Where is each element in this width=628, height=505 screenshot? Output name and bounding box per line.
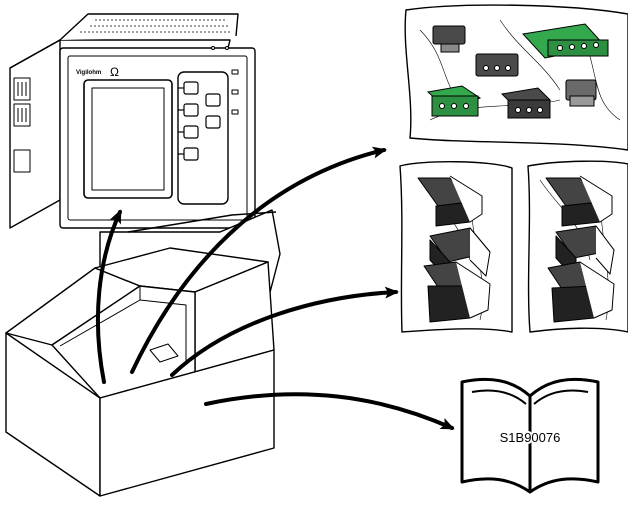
connector-dark-1	[432, 25, 466, 53]
arrow-to-meter	[95, 209, 122, 384]
connector-bag-icon	[404, 4, 628, 151]
open-book-icon: S1B90076	[460, 377, 600, 494]
mounting-clip-bag-icon	[399, 160, 628, 333]
arrow-to-manual	[204, 392, 455, 430]
clip-2a	[545, 175, 613, 227]
power-meter-icon: Vigilohm Ω	[9, 13, 256, 229]
connector-green-2	[426, 85, 482, 117]
connector-dark-2	[475, 53, 519, 77]
connector-dark-3	[500, 87, 551, 119]
meter-brand-label: Vigilohm	[76, 70, 101, 76]
meter-symbol-label: Ω	[110, 65, 119, 79]
clip-1a	[417, 175, 483, 227]
shipping-box-icon	[5, 247, 275, 497]
unpack-arrows	[95, 146, 455, 430]
connector-green-1	[522, 23, 609, 59]
connector-grey-1	[565, 79, 597, 107]
clip-1c	[423, 261, 491, 323]
arrow-to-connectors	[130, 146, 387, 374]
clip-2c	[547, 261, 615, 323]
manual-code-label: S1B90076	[500, 430, 561, 445]
arrow-to-clips	[170, 286, 399, 377]
